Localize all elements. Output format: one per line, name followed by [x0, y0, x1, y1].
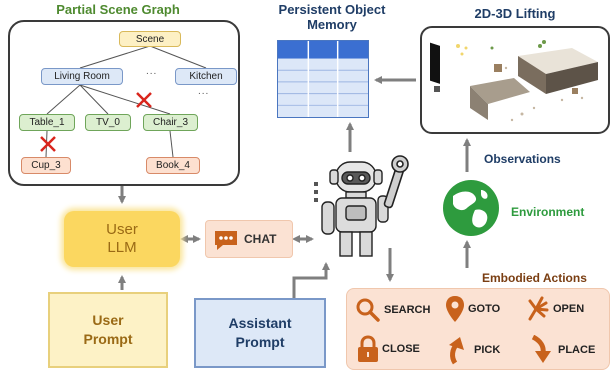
chat-label: CHAT: [244, 232, 277, 246]
book-node: Book_4: [146, 157, 200, 174]
chat-bubble-icon: [215, 231, 237, 250]
action-open: OPEN: [522, 295, 584, 323]
lifting-title: 2D-3D Lifting: [474, 6, 556, 21]
lifting-panel: [420, 26, 610, 134]
observations-label: Observations: [484, 152, 561, 166]
kitchen-node: Kitchen: [175, 68, 237, 85]
scene-graph-panel: [8, 20, 240, 186]
action-place: PLACE: [527, 335, 595, 365]
action-goto: GOTO: [445, 295, 500, 323]
point-cloud-illustration: [430, 40, 598, 122]
action-pick: PICK: [443, 335, 500, 365]
memory-title: Persistent Object Memory: [262, 2, 402, 32]
curved-up-arrow-icon: [449, 337, 464, 365]
ellipsis-kitchen: ...: [198, 86, 210, 97]
memory-title-line1: Persistent Object: [278, 2, 386, 17]
assistant-prompt-box: Assistant Prompt: [194, 298, 326, 368]
removed-edge-marks: [40, 92, 152, 152]
lock-icon: [358, 335, 378, 362]
user-llm-line1: User: [106, 221, 138, 238]
wrench-shape: [383, 155, 409, 209]
action-close: CLOSE: [357, 335, 420, 363]
globe-icon: [443, 180, 499, 236]
table-node: Table_1: [19, 114, 75, 131]
user-prompt-box: User Prompt: [48, 292, 168, 368]
user-llm-line2: LLM: [107, 239, 137, 256]
action-place-label: PLACE: [558, 344, 596, 356]
ellipsis-scene: ...: [146, 66, 158, 77]
scene-graph-title: Partial Scene Graph: [56, 2, 180, 17]
user-llm-box: User LLM: [64, 211, 180, 267]
action-search-label: SEARCH: [384, 304, 431, 316]
user-prompt-line2: Prompt: [83, 331, 133, 347]
curved-down-arrow-icon: [531, 335, 551, 363]
action-pick-label: PICK: [474, 344, 501, 356]
assistant-prompt-line2: Prompt: [235, 334, 285, 350]
actions-panel: SEARCH GOTO OPEN CLOSE: [346, 288, 610, 370]
search-icon: [356, 298, 380, 322]
action-open-label: OPEN: [553, 303, 585, 315]
memory-table-header: [278, 41, 368, 59]
environment-label: Environment: [511, 205, 585, 219]
user-prompt-line1: User: [92, 312, 124, 328]
action-search: SEARCH: [355, 297, 430, 323]
actions-title: Embodied Actions: [482, 271, 587, 285]
chat-box: CHAT: [205, 220, 293, 258]
sofa-shape: [470, 78, 530, 120]
memory-table: [277, 40, 369, 118]
location-pin-icon: [446, 296, 464, 322]
memory-table-grid: [278, 41, 368, 117]
chair-node: Chair_3: [143, 114, 198, 131]
scene-node: Scene: [119, 31, 181, 47]
assistant-prompt-line1: Assistant: [228, 315, 292, 331]
action-close-label: CLOSE: [382, 343, 420, 355]
tv-node: TV_0: [85, 114, 131, 131]
memory-title-line2: Memory: [307, 17, 357, 32]
tv-icon: [430, 42, 440, 92]
action-goto-label: GOTO: [468, 303, 501, 315]
living-room-node: Living Room: [41, 68, 123, 85]
cup-node: Cup_3: [21, 157, 71, 174]
robot-icon: [314, 155, 409, 257]
bed-shape: [518, 48, 598, 94]
open-hand-icon: [528, 296, 549, 321]
